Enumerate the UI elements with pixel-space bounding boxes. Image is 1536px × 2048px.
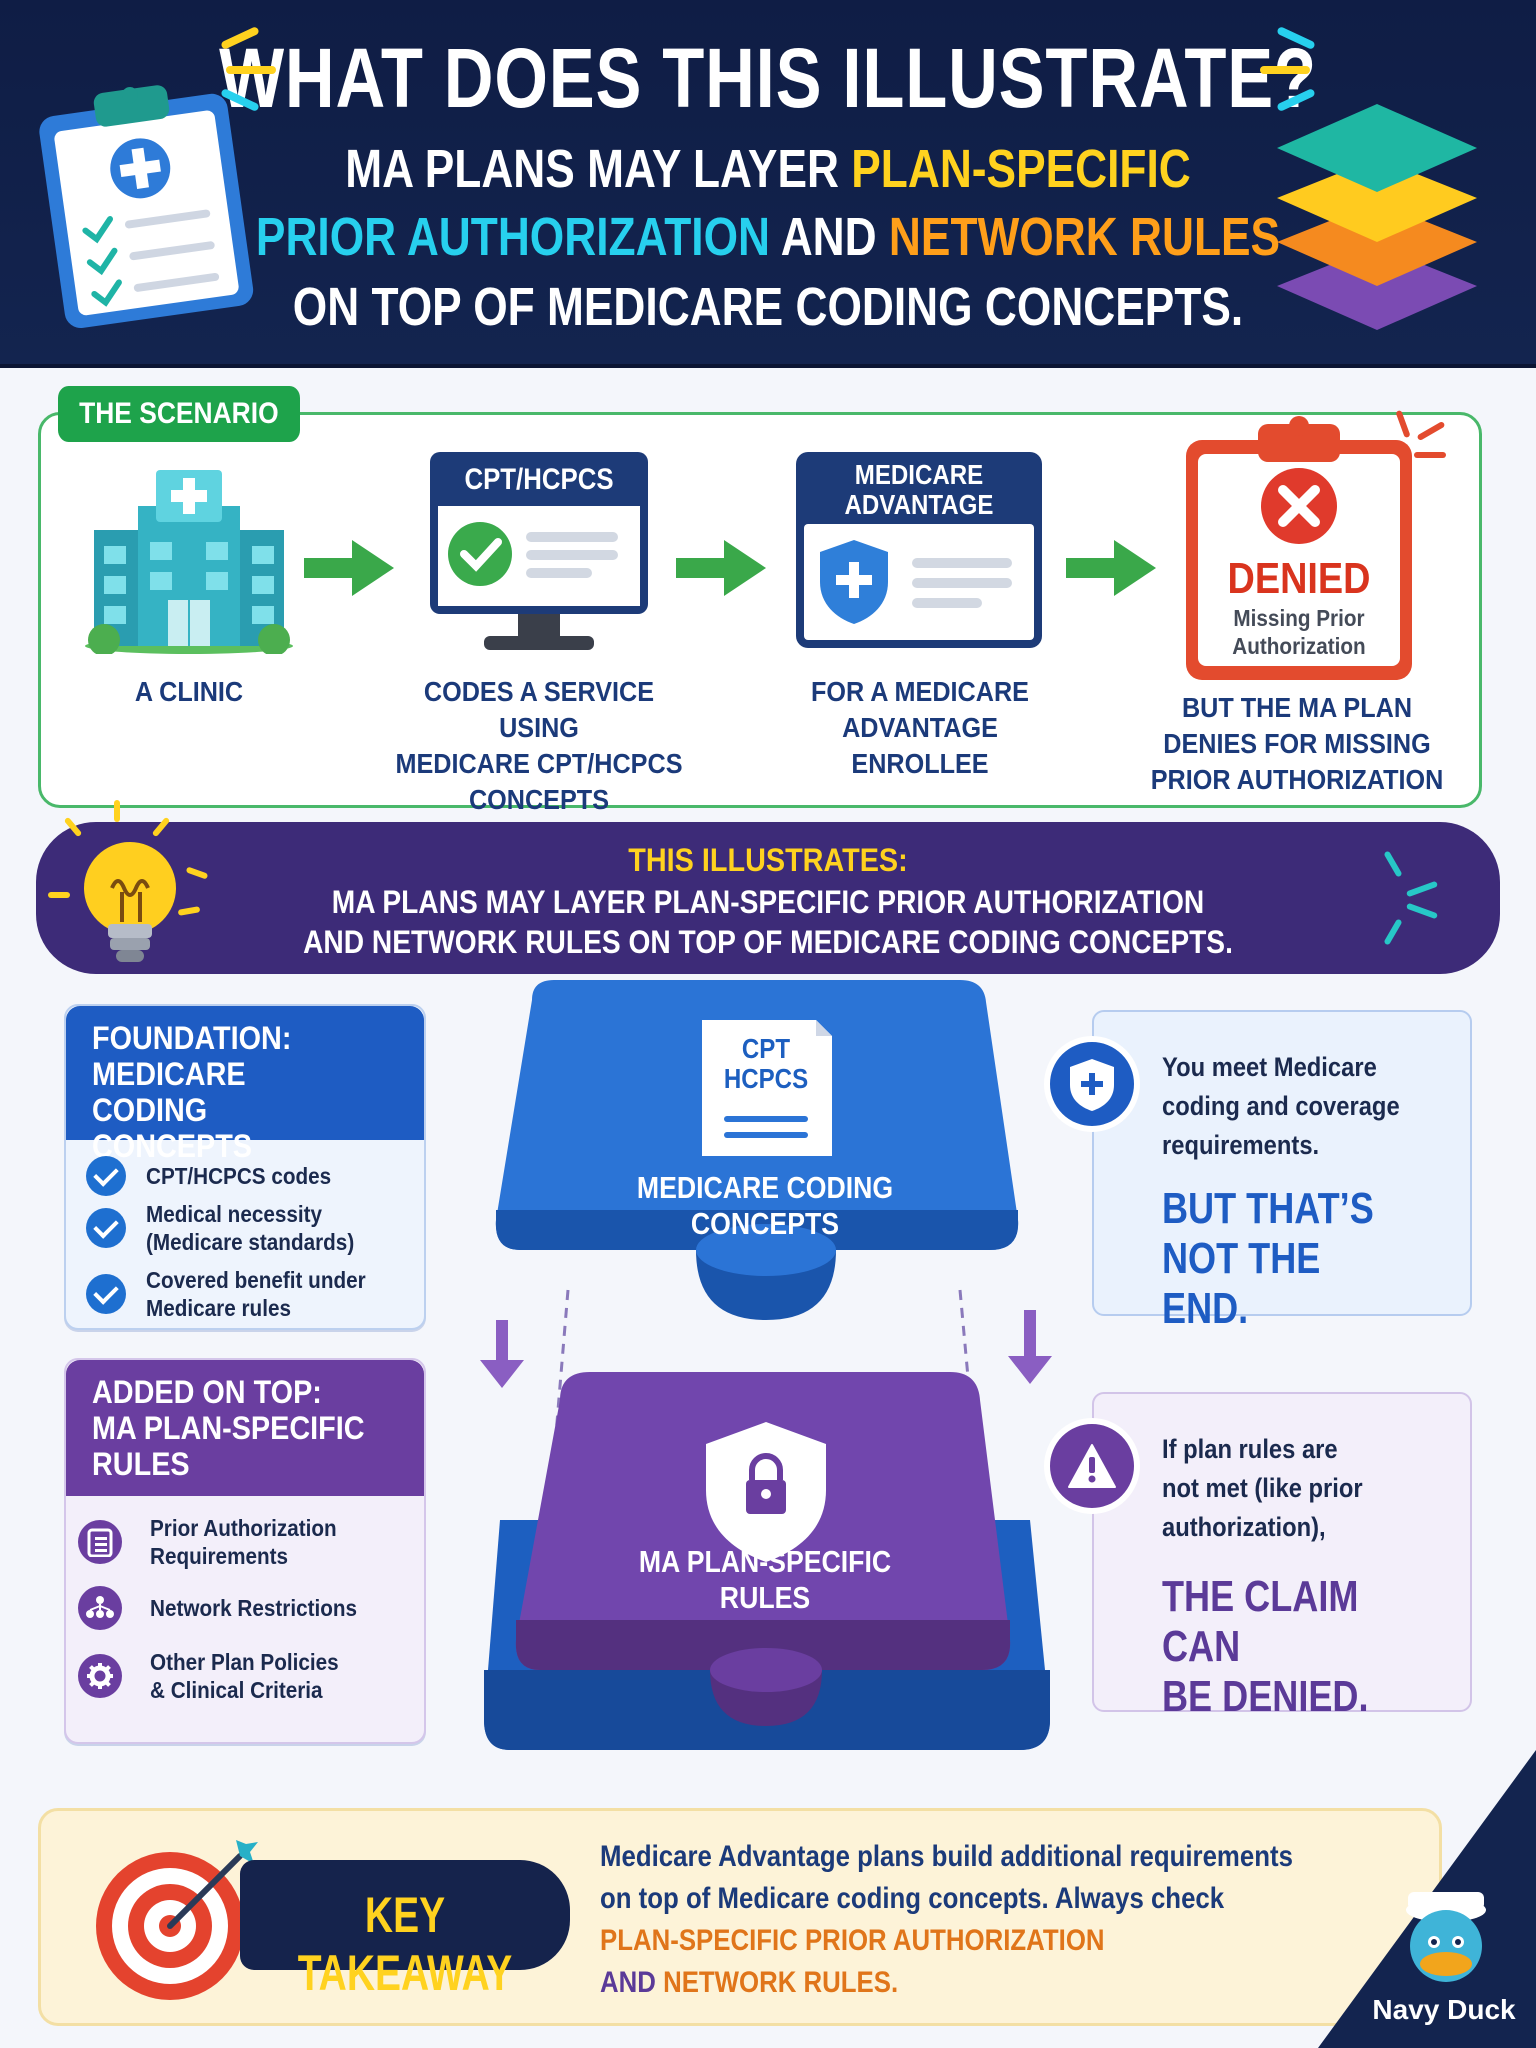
header-line-1: MA PLANS MAY LAYER PLAN-SPECIFIC bbox=[345, 139, 1191, 199]
shield-check-icon bbox=[1044, 1036, 1140, 1132]
list-item: CPT/HCPCS codes bbox=[86, 1156, 352, 1196]
layer-stack-graphic bbox=[480, 980, 1052, 1750]
header-line-3: ON TOP OF MEDICARE CODING CONCEPTS. bbox=[292, 277, 1244, 337]
added-rules-card: ADDED ON TOP: MA PLAN-SPECIFIC RULES Pri… bbox=[64, 1358, 426, 1744]
target-icon bbox=[96, 1840, 258, 2000]
takeaway-line-2: on top of Medicare coding concepts. Alwa… bbox=[600, 1882, 1225, 1915]
list-item: Medical necessity(Medicare standards) bbox=[86, 1200, 377, 1256]
clinic-icon bbox=[85, 470, 293, 654]
foundation-card: FOUNDATION: MEDICARE CODING CONCEPTS CPT… bbox=[64, 1004, 426, 1330]
takeaway-line-4: AND NETWORK RULES. bbox=[600, 1966, 899, 1999]
layers-icon bbox=[1277, 104, 1477, 330]
clipboard-icon bbox=[39, 85, 254, 329]
arrow-right-icon bbox=[676, 540, 766, 596]
arrow-right-icon bbox=[1066, 540, 1156, 596]
brand-name: Navy Duck bbox=[1372, 1994, 1516, 2025]
brand-corner bbox=[1318, 1750, 1536, 2048]
list-item: Other Plan Policies& Clinical Criteria bbox=[78, 1648, 360, 1704]
check-circle-icon bbox=[86, 1156, 126, 1196]
duck-logo-icon bbox=[1406, 1892, 1486, 1982]
check-circle-icon bbox=[86, 1208, 126, 1248]
added-rules-card-header: ADDED ON TOP: MA PLAN-SPECIFIC RULES bbox=[66, 1360, 424, 1496]
key-takeaway-label: KEY TAKEAWAY bbox=[240, 1860, 570, 2001]
page-title: WHAT DOES THIS ILLUSTRATE? bbox=[219, 31, 1317, 125]
spark-left-icon bbox=[221, 27, 276, 111]
banner-label: THIS ILLUSTRATES: bbox=[628, 842, 908, 878]
takeaway-line-1: Medicare Advantage plans build additiona… bbox=[600, 1840, 1293, 1873]
denied-clipboard-icon bbox=[1186, 416, 1412, 680]
takeaway-line-3: PLAN-SPECIFIC PRIOR AUTHORIZATION bbox=[600, 1924, 1105, 1957]
denied-title: DENIED bbox=[1227, 554, 1371, 603]
monitor-icon bbox=[430, 452, 648, 650]
alert-spark-icon bbox=[1396, 410, 1446, 458]
warning-icon bbox=[1044, 1418, 1140, 1514]
step-clinic-label: A CLINIC bbox=[134, 676, 244, 707]
lightbulb-icon bbox=[48, 800, 208, 962]
network-icon bbox=[78, 1586, 122, 1630]
illustrates-banner: THIS ILLUSTRATES: MA PLANS MAY LAYER PLA… bbox=[36, 822, 1500, 974]
list-item: Network Restrictions bbox=[78, 1586, 380, 1630]
arrow-right-icon bbox=[304, 540, 394, 596]
banner-text: MA PLANS MAY LAYER PLAN-SPECIFIC PRIOR A… bbox=[303, 884, 1233, 960]
checklist-icon bbox=[78, 1520, 122, 1564]
spark-teal-icon bbox=[1384, 851, 1438, 945]
scenario-tag: THE SCENARIO bbox=[58, 386, 300, 442]
header-line-2: PRIOR AUTHORIZATION AND NETWORK RULES bbox=[255, 207, 1281, 267]
check-circle-icon bbox=[86, 1274, 126, 1314]
monitor-label: CPT/HCPCS bbox=[464, 463, 614, 496]
medicare-advantage-card-icon bbox=[796, 452, 1042, 648]
spark-right-icon bbox=[1260, 27, 1315, 111]
foundation-card-header: FOUNDATION: MEDICARE CODING CONCEPTS bbox=[66, 1006, 424, 1164]
header-banner: WHAT DOES THIS ILLUSTRATE? MA PLANS MAY … bbox=[0, 0, 1536, 368]
gear-icon bbox=[78, 1654, 122, 1698]
